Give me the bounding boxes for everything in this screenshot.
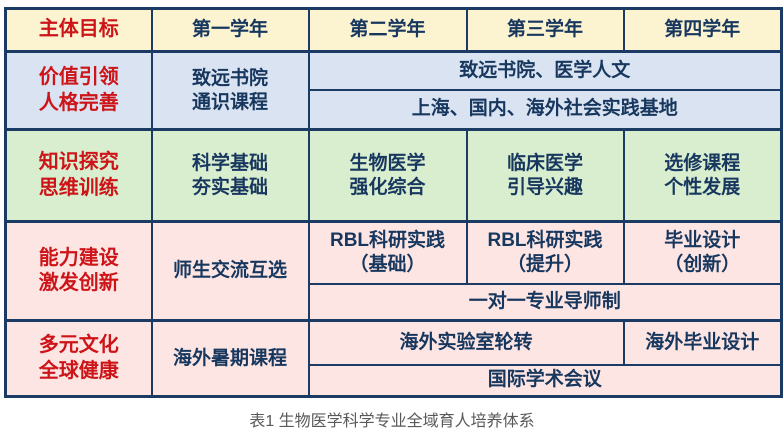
table-container: 主体目标 第一学年 第二学年 第三学年 第四学年 价值引领 人格完善 致远书院 …: [4, 7, 783, 398]
header-cell-goal: 主体目标: [4, 7, 153, 53]
ability-band-row1: 能力建设 激发创新 师生交流互选 RBL科研实践 （基础） RBL科研实践 （提…: [4, 220, 783, 322]
culture-span-cell: 国际学术会议: [307, 363, 783, 398]
header-cell-year2: 第二学年: [307, 7, 468, 53]
knowledge-year4-cell: 选修课程 个性发展: [622, 128, 783, 223]
ability-year3-cell: RBL科研实践 （提升）: [465, 220, 625, 285]
knowledge-goal-cell: 知识探究 思维训练: [4, 128, 153, 223]
knowledge-year1-cell: 科学基础 夯实基础: [150, 128, 310, 223]
curriculum-table: 主体目标 第一学年 第二学年 第三学年 第四学年 价值引领 人格完善 致远书院 …: [4, 7, 783, 398]
ability-goal-cell: 能力建设 激发创新: [4, 220, 153, 322]
culture-band-row2: 国际学术会议: [6, 363, 783, 398]
values-band-row1: 价值引领 人格完善 致远书院 通识课程 致远书院、医学人文: [4, 50, 783, 131]
culture-year23-cell: 海外实验室轮转: [307, 319, 625, 366]
header-cell-year3: 第三学年: [465, 7, 625, 53]
knowledge-year3-cell: 临床医学 引导兴趣: [465, 128, 625, 223]
culture-year4-cell: 海外毕业设计: [622, 319, 783, 366]
ability-year2-cell: RBL科研实践 （基础）: [307, 220, 468, 285]
values-span-cell-1: 致远书院、医学人文: [307, 50, 783, 91]
ability-year1-cell: 师生交流互选: [150, 220, 310, 322]
culture-goal-cell: 多元文化 全球健康: [4, 319, 153, 398]
culture-band-row1: 多元文化 全球健康 海外暑期课程 海外实验室轮转 海外毕业设计: [4, 319, 783, 398]
knowledge-band-row: 知识探究 思维训练 科学基础 夯实基础 生物医学 强化综合 临床医学 引导兴趣 …: [4, 128, 783, 223]
values-year1-cell: 致远书院 通识课程: [150, 50, 310, 131]
culture-year1-cell: 海外暑期课程: [150, 319, 310, 398]
header-cell-year1: 第一学年: [150, 7, 310, 53]
ability-band-row2: 一对一专业导师制: [6, 282, 783, 322]
values-span-cell-2: 上海、国内、海外社会实践基地: [307, 88, 783, 131]
values-goal-cell: 价值引领 人格完善: [4, 50, 153, 131]
header-row: 主体目标 第一学年 第二学年 第三学年 第四学年: [4, 7, 783, 53]
table-caption: 表1 生物医学科学专业全域育人培养体系: [249, 413, 535, 430]
values-band-row2: 上海、国内、海外社会实践基地: [6, 88, 783, 131]
header-cell-year4: 第四学年: [622, 7, 783, 53]
ability-year4-cell: 毕业设计 （创新）: [622, 220, 783, 285]
knowledge-year2-cell: 生物医学 强化综合: [307, 128, 468, 223]
ability-span-cell: 一对一专业导师制: [307, 282, 783, 322]
